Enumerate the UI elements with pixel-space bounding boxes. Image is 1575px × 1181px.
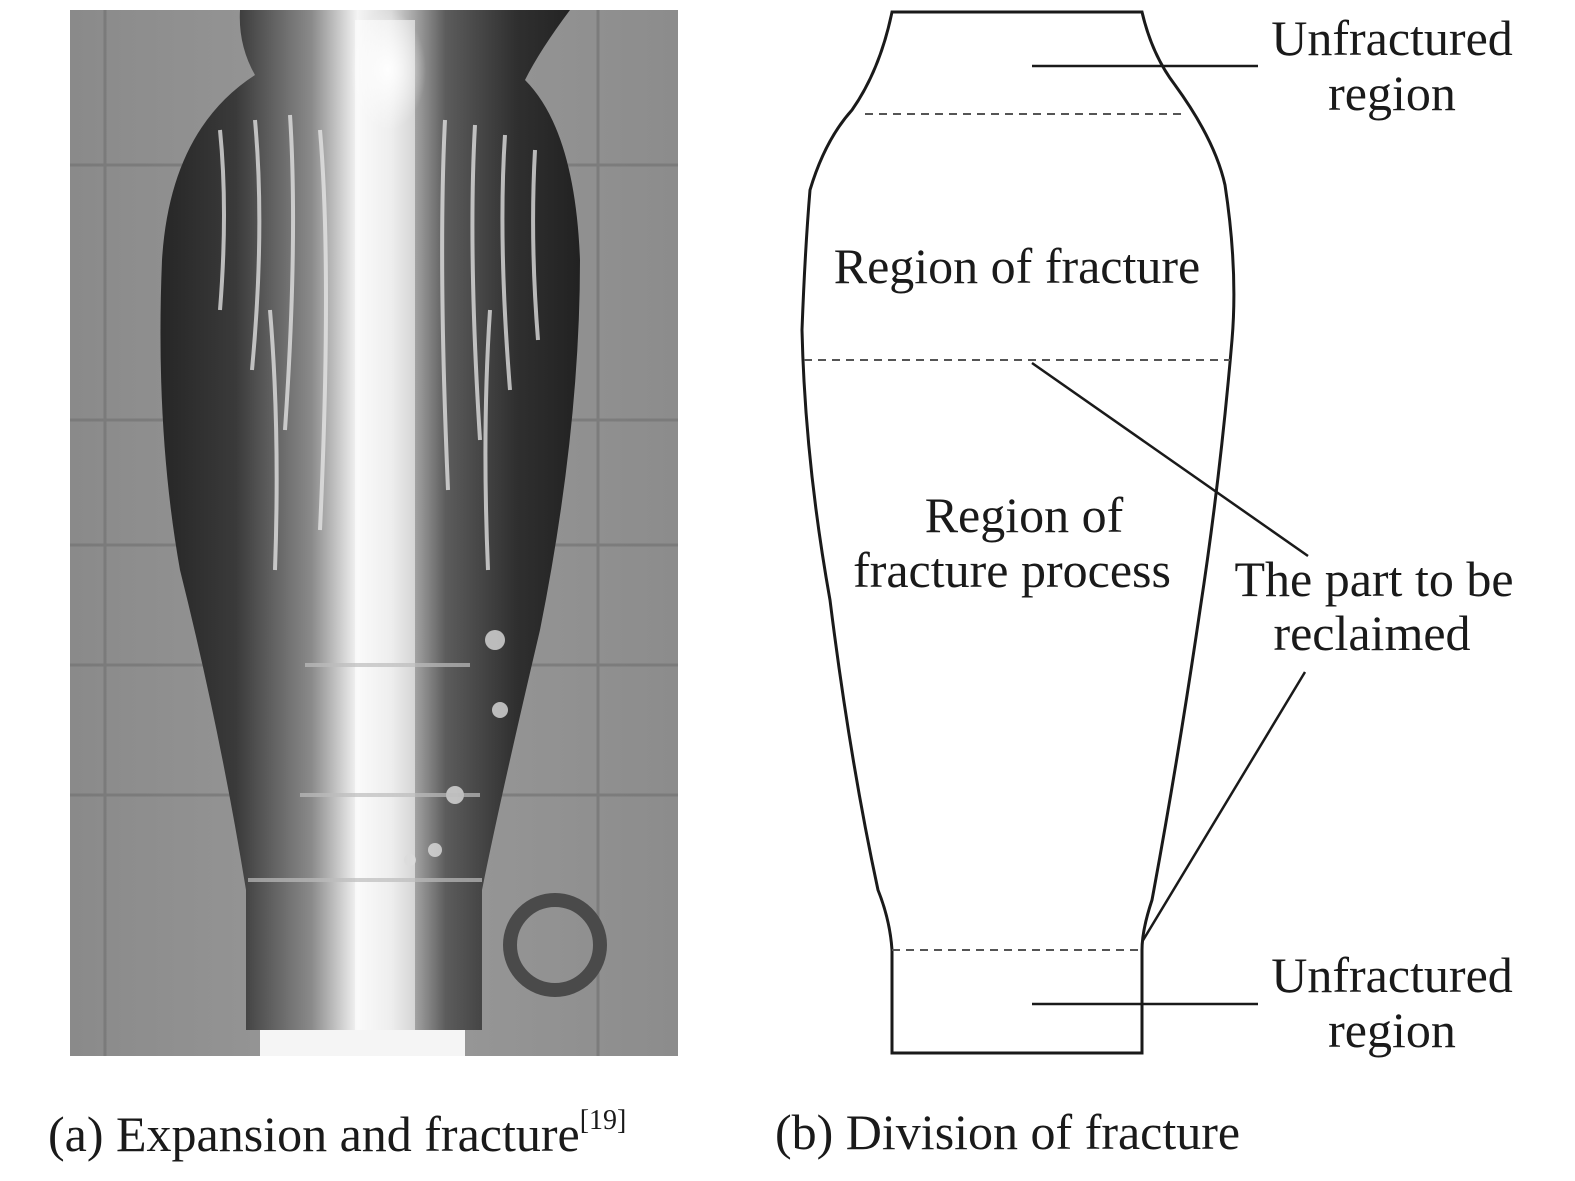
region-dividers xyxy=(804,113,1230,951)
label-unfractured-top-2: region xyxy=(1328,65,1456,121)
label-unfractured-bottom-1: Unfractured xyxy=(1271,947,1513,1003)
nut-shape xyxy=(503,893,607,997)
caption-a-text: (a) Expansion and fracture xyxy=(48,1106,580,1162)
shell-outline xyxy=(800,10,1236,1055)
fracture-cracks xyxy=(218,114,540,571)
division-diagram: Unfractured region Region of fracture Re… xyxy=(780,0,1575,1080)
label-unfractured-bottom-2: region xyxy=(1328,1002,1456,1058)
label-fracture-process-2: fracture process xyxy=(853,542,1171,598)
leader-reclaimed-lower xyxy=(1140,671,1307,943)
division-diagram-drawing: Unfractured region Region of fracture Re… xyxy=(800,10,1514,1058)
label-reclaimed-1: The part to be xyxy=(1234,551,1513,607)
label-reclaimed-2: reclaimed xyxy=(1273,605,1470,661)
bottom-highlight xyxy=(260,1030,465,1056)
label-fracture-process-1: Region of xyxy=(925,487,1124,543)
caption-a-reference: [19] xyxy=(579,1105,627,1136)
label-unfractured-top-1: Unfractured xyxy=(1271,10,1513,66)
caption-b: (b) Division of fracture xyxy=(775,1104,1241,1160)
leader-reclaimed-upper xyxy=(1031,361,1309,558)
fracture-spots xyxy=(404,630,508,866)
caption-a: (a) Expansion and fracture[19] xyxy=(48,1105,627,1162)
fracture-photo xyxy=(70,10,678,1056)
label-region-of-fracture: Region of fracture xyxy=(834,238,1201,294)
leader-lines xyxy=(1031,64,1309,1006)
shell-bands xyxy=(248,663,482,882)
fracture-photo-drawing xyxy=(70,10,678,1056)
